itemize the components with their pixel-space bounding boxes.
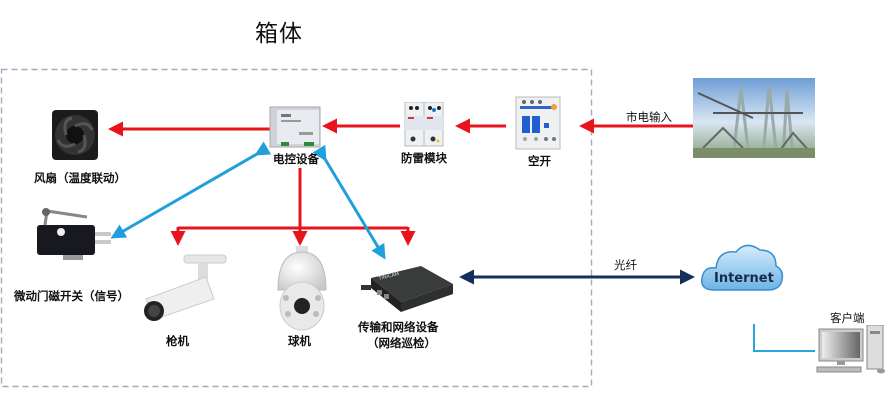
- desktop-computer-icon[interactable]: [815, 325, 887, 375]
- micro-switch-icon: [37, 208, 111, 260]
- network-label-line1: 传输和网络设备: [358, 320, 439, 334]
- network-label-line2: （网络巡检）: [367, 336, 436, 350]
- client-label: 客户端: [830, 311, 865, 325]
- dome-camera-label: 球机: [288, 334, 311, 348]
- fan-icon: [52, 110, 98, 160]
- arrow-controller-door-switch: [110, 141, 272, 239]
- mains-input-label: 市电输入: [626, 110, 672, 124]
- bullet-camera-icon: [144, 254, 227, 321]
- internet-label: Internet: [714, 271, 774, 286]
- fiber-label: 光纤: [614, 258, 637, 272]
- media-converter-icon: TINICAM: [361, 266, 453, 312]
- enclosure-title: 箱体: [255, 21, 303, 47]
- breaker-label: 空开: [528, 154, 551, 168]
- bullet-camera-label: 枪机: [166, 334, 189, 348]
- surge-protector-icon: [404, 102, 444, 147]
- fan-label: 风扇（温度联动）: [34, 171, 126, 185]
- controller-label: 电控设备: [273, 152, 319, 166]
- substation-photo: [693, 78, 815, 158]
- cloud-icon[interactable]: [700, 238, 784, 296]
- door-switch-label: 微动门磁开关（信号）: [14, 289, 129, 303]
- brand-text: TINICAM: [377, 271, 400, 282]
- enclosure-boundary: [0, 68, 593, 388]
- client-link: [753, 324, 815, 352]
- dome-camera-icon: [277, 246, 327, 331]
- arrow-controller-network: [312, 144, 386, 260]
- circuit-breaker-icon: [515, 96, 561, 150]
- surge-label: 防雷模块: [401, 151, 447, 165]
- power-supply-icon: [269, 106, 321, 148]
